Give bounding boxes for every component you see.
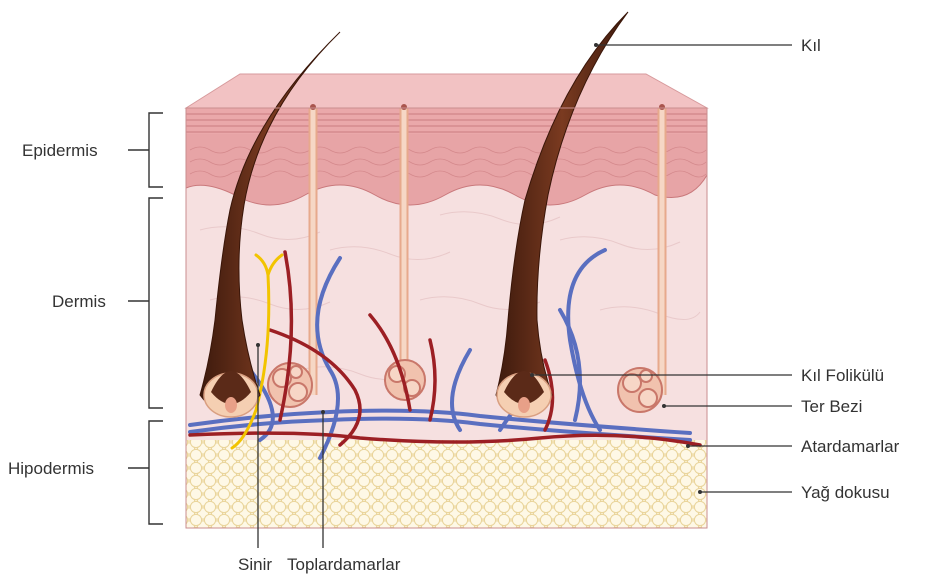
thin-hair-2: [401, 104, 407, 395]
epidermis-label: Epidermis: [22, 141, 98, 160]
veins-label: Toplardamarlar: [287, 555, 401, 574]
hair-follicle-label: Kıl Folikülü: [801, 366, 884, 385]
layer-braces: [128, 113, 163, 524]
epidermis-brace: [128, 113, 163, 187]
sweat-gland-label: Ter Bezi: [801, 397, 862, 416]
dermis-brace: [128, 198, 163, 408]
fat-tissue: [186, 440, 707, 528]
hypodermis-label: Hipodermis: [8, 459, 94, 478]
hair-label: Kıl: [801, 36, 821, 55]
thin-hair-3: [659, 104, 665, 395]
nerve-label: Sinir: [238, 555, 272, 574]
hypodermis-brace: [128, 421, 163, 524]
skin-top-surface: [186, 74, 707, 108]
dermis-label: Dermis: [52, 292, 106, 311]
arteries-label: Atardamarlar: [801, 437, 900, 456]
fat-tissue-label: Yağ dokusu: [801, 483, 890, 502]
